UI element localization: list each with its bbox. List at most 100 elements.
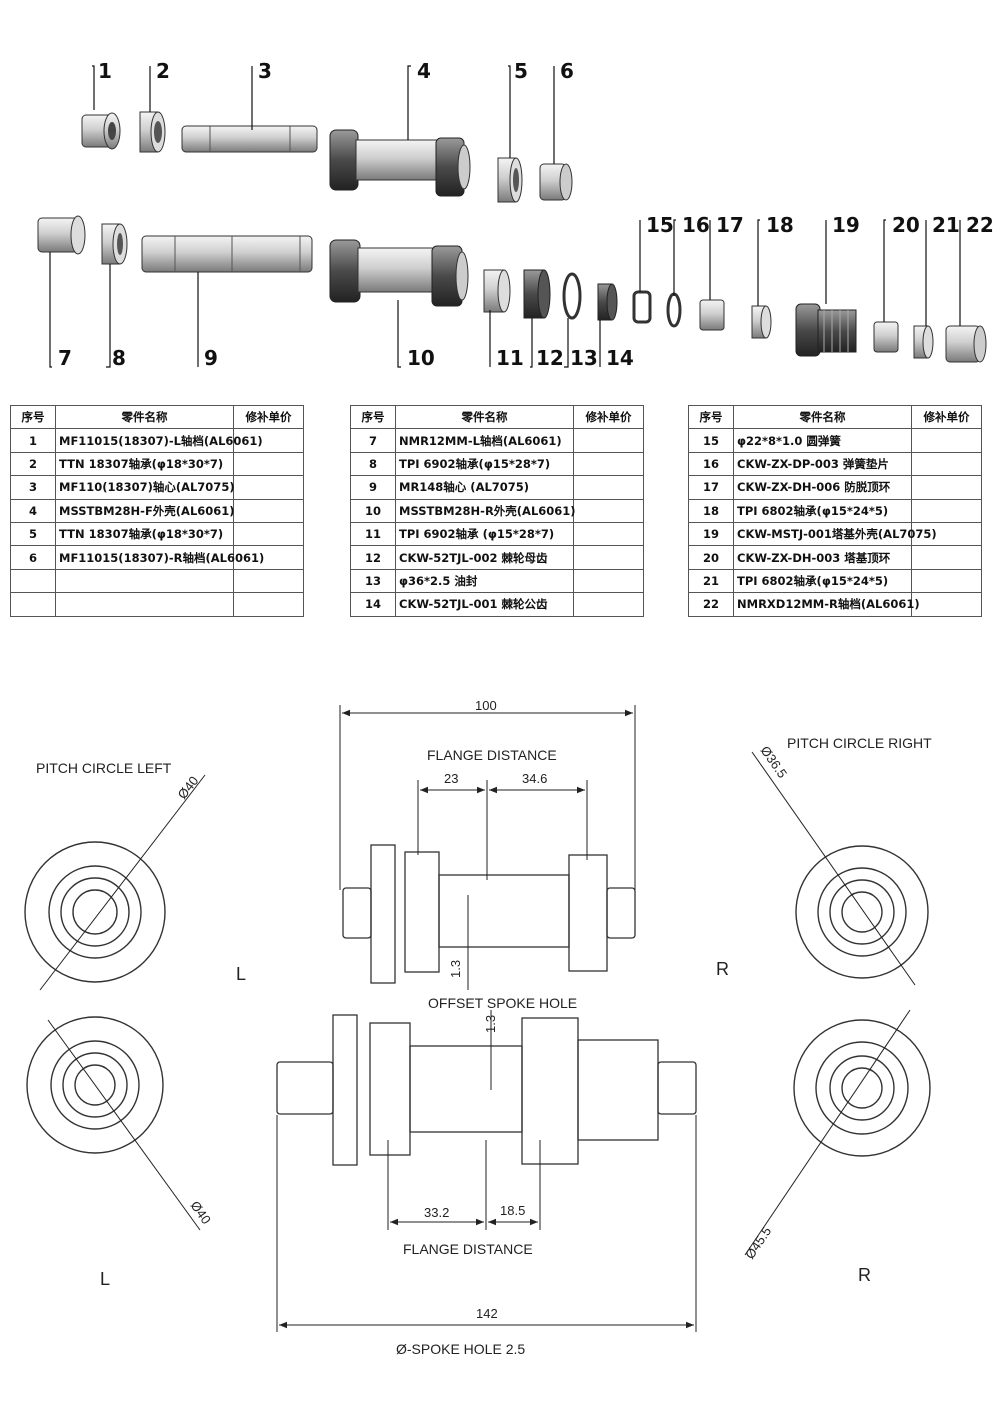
part-name-cell: MF11015(18307)-R轴档(AL6061) (55, 545, 264, 570)
part-index-cell: 16 (688, 451, 734, 477)
dim-rear-left: 33.2 (424, 1205, 449, 1220)
callout-number: 21 (932, 213, 960, 237)
spoke-hole-label: Ø-SPOKE HOLE 2.5 (396, 1341, 525, 1357)
part-index-cell: 14 (350, 592, 396, 617)
dim-front-width: 100 (475, 698, 497, 713)
part-13-oil-seal (562, 272, 582, 320)
part-8-bearing (101, 223, 128, 265)
callout-number: 20 (892, 213, 920, 237)
unit-price-cell (573, 451, 644, 477)
unit-price-cell (573, 568, 644, 594)
unit-price-cell (233, 521, 304, 547)
dim-front-left: 23 (444, 771, 458, 786)
part-name-cell: MSSTBM28H-R外壳(AL6061) (395, 498, 576, 523)
part-17-retainer-ring (699, 299, 725, 331)
unit-price-cell (233, 428, 304, 453)
part-21-bearing (913, 325, 934, 359)
callout-number: 7 (58, 346, 72, 370)
dia-left-bottom: Ø40 (188, 1198, 214, 1227)
callout-number: 10 (407, 346, 435, 370)
unit-price-cell (573, 475, 644, 500)
unit-price-cell (233, 451, 304, 477)
callout-number: 9 (204, 346, 218, 370)
part-index-cell (10, 592, 56, 617)
part-20-freehub-ring (873, 321, 899, 353)
callout-number: 2 (156, 59, 170, 83)
callout-leader-1 (92, 65, 95, 110)
part-index-cell: 4 (10, 498, 56, 523)
callout-number: 14 (606, 346, 634, 370)
unit-price-cell (573, 545, 644, 570)
part-name-cell: TPI 6802轴承(φ15*24*5) (733, 498, 912, 523)
unit-price-cell (911, 545, 982, 570)
callout-leader-12 (530, 318, 533, 368)
col-header-unit-price: 修补单价 (233, 404, 304, 430)
part-6-right-end-cap (539, 163, 573, 201)
diameter-leaders (39, 751, 916, 1256)
callout-number: 22 (966, 213, 994, 237)
part-name-cell (55, 568, 234, 594)
dia-left-top: Ø40 (175, 773, 202, 802)
callout-leader-10 (397, 300, 401, 368)
callout-number: 12 (536, 346, 564, 370)
part-name-cell: NMR12MM-L轴档(AL6061) (395, 428, 574, 453)
part-19-freehub-body (795, 303, 857, 357)
dia-right-bottom: Ø45.5 (742, 1224, 774, 1262)
part-index-cell: 1 (10, 428, 56, 453)
flange-view-right-bottom (793, 1019, 931, 1157)
callout-leader-16 (673, 219, 676, 296)
unit-price-cell (573, 592, 644, 617)
callout-number: 6 (560, 59, 574, 83)
part-name-cell: TPI 6902轴承(φ15*28*7) (395, 451, 574, 477)
unit-price-cell (911, 475, 982, 500)
callout-number: 1 (98, 59, 112, 83)
callout-number: 18 (766, 213, 794, 237)
col-header-unit-price: 修补单价 (911, 404, 982, 430)
part-index-cell: 12 (350, 545, 396, 570)
part-name-cell: TTN 18307轴承(φ18*30*7) (55, 521, 234, 547)
unit-price-cell (233, 475, 304, 500)
side-label-l-top: L (236, 964, 246, 984)
part-name-cell: φ22*8*1.0 圆弹簧 (733, 428, 912, 453)
part-2-bearing (139, 111, 166, 153)
part-22-right-end-cap (945, 325, 987, 363)
flange-view-right-top (795, 845, 929, 979)
part-name-cell: CKW-MSTJ-001塔基外壳(AL7075) (733, 521, 937, 547)
unit-price-cell (911, 498, 982, 523)
unit-price-cell (573, 521, 644, 547)
callout-number: 5 (514, 59, 528, 83)
part-1-left-end-cap (81, 112, 121, 150)
callout-number: 11 (496, 346, 524, 370)
flange-view-left-top (24, 841, 166, 983)
part-name-cell: CKW-52TJL-001 棘轮公齿 (395, 592, 574, 617)
part-name-cell: TPI 6802轴承(φ15*24*5) (733, 568, 912, 594)
part-index-cell: 9 (350, 475, 396, 500)
col-header-unit-price: 修补单价 (573, 404, 644, 430)
part-11-bearing (483, 269, 511, 313)
table-row (10, 568, 304, 594)
part-name-cell: CKW-ZX-DP-003 弹簧垫片 (733, 451, 912, 477)
part-name-cell (55, 592, 234, 617)
part-4-front-hub-shell (329, 129, 471, 197)
callout-number: 8 (112, 346, 126, 370)
front-hub-side-view (342, 844, 636, 984)
part-3-axle (181, 125, 318, 153)
callout-leader-5 (508, 65, 511, 158)
flange-distance-front-label: FLANGE DISTANCE (427, 747, 557, 763)
col-header-part-name: 零件名称 (55, 404, 234, 430)
part-12-ratchet-ring (523, 269, 551, 319)
callout-number: 13 (570, 346, 598, 370)
part-5-bearing (497, 157, 523, 203)
